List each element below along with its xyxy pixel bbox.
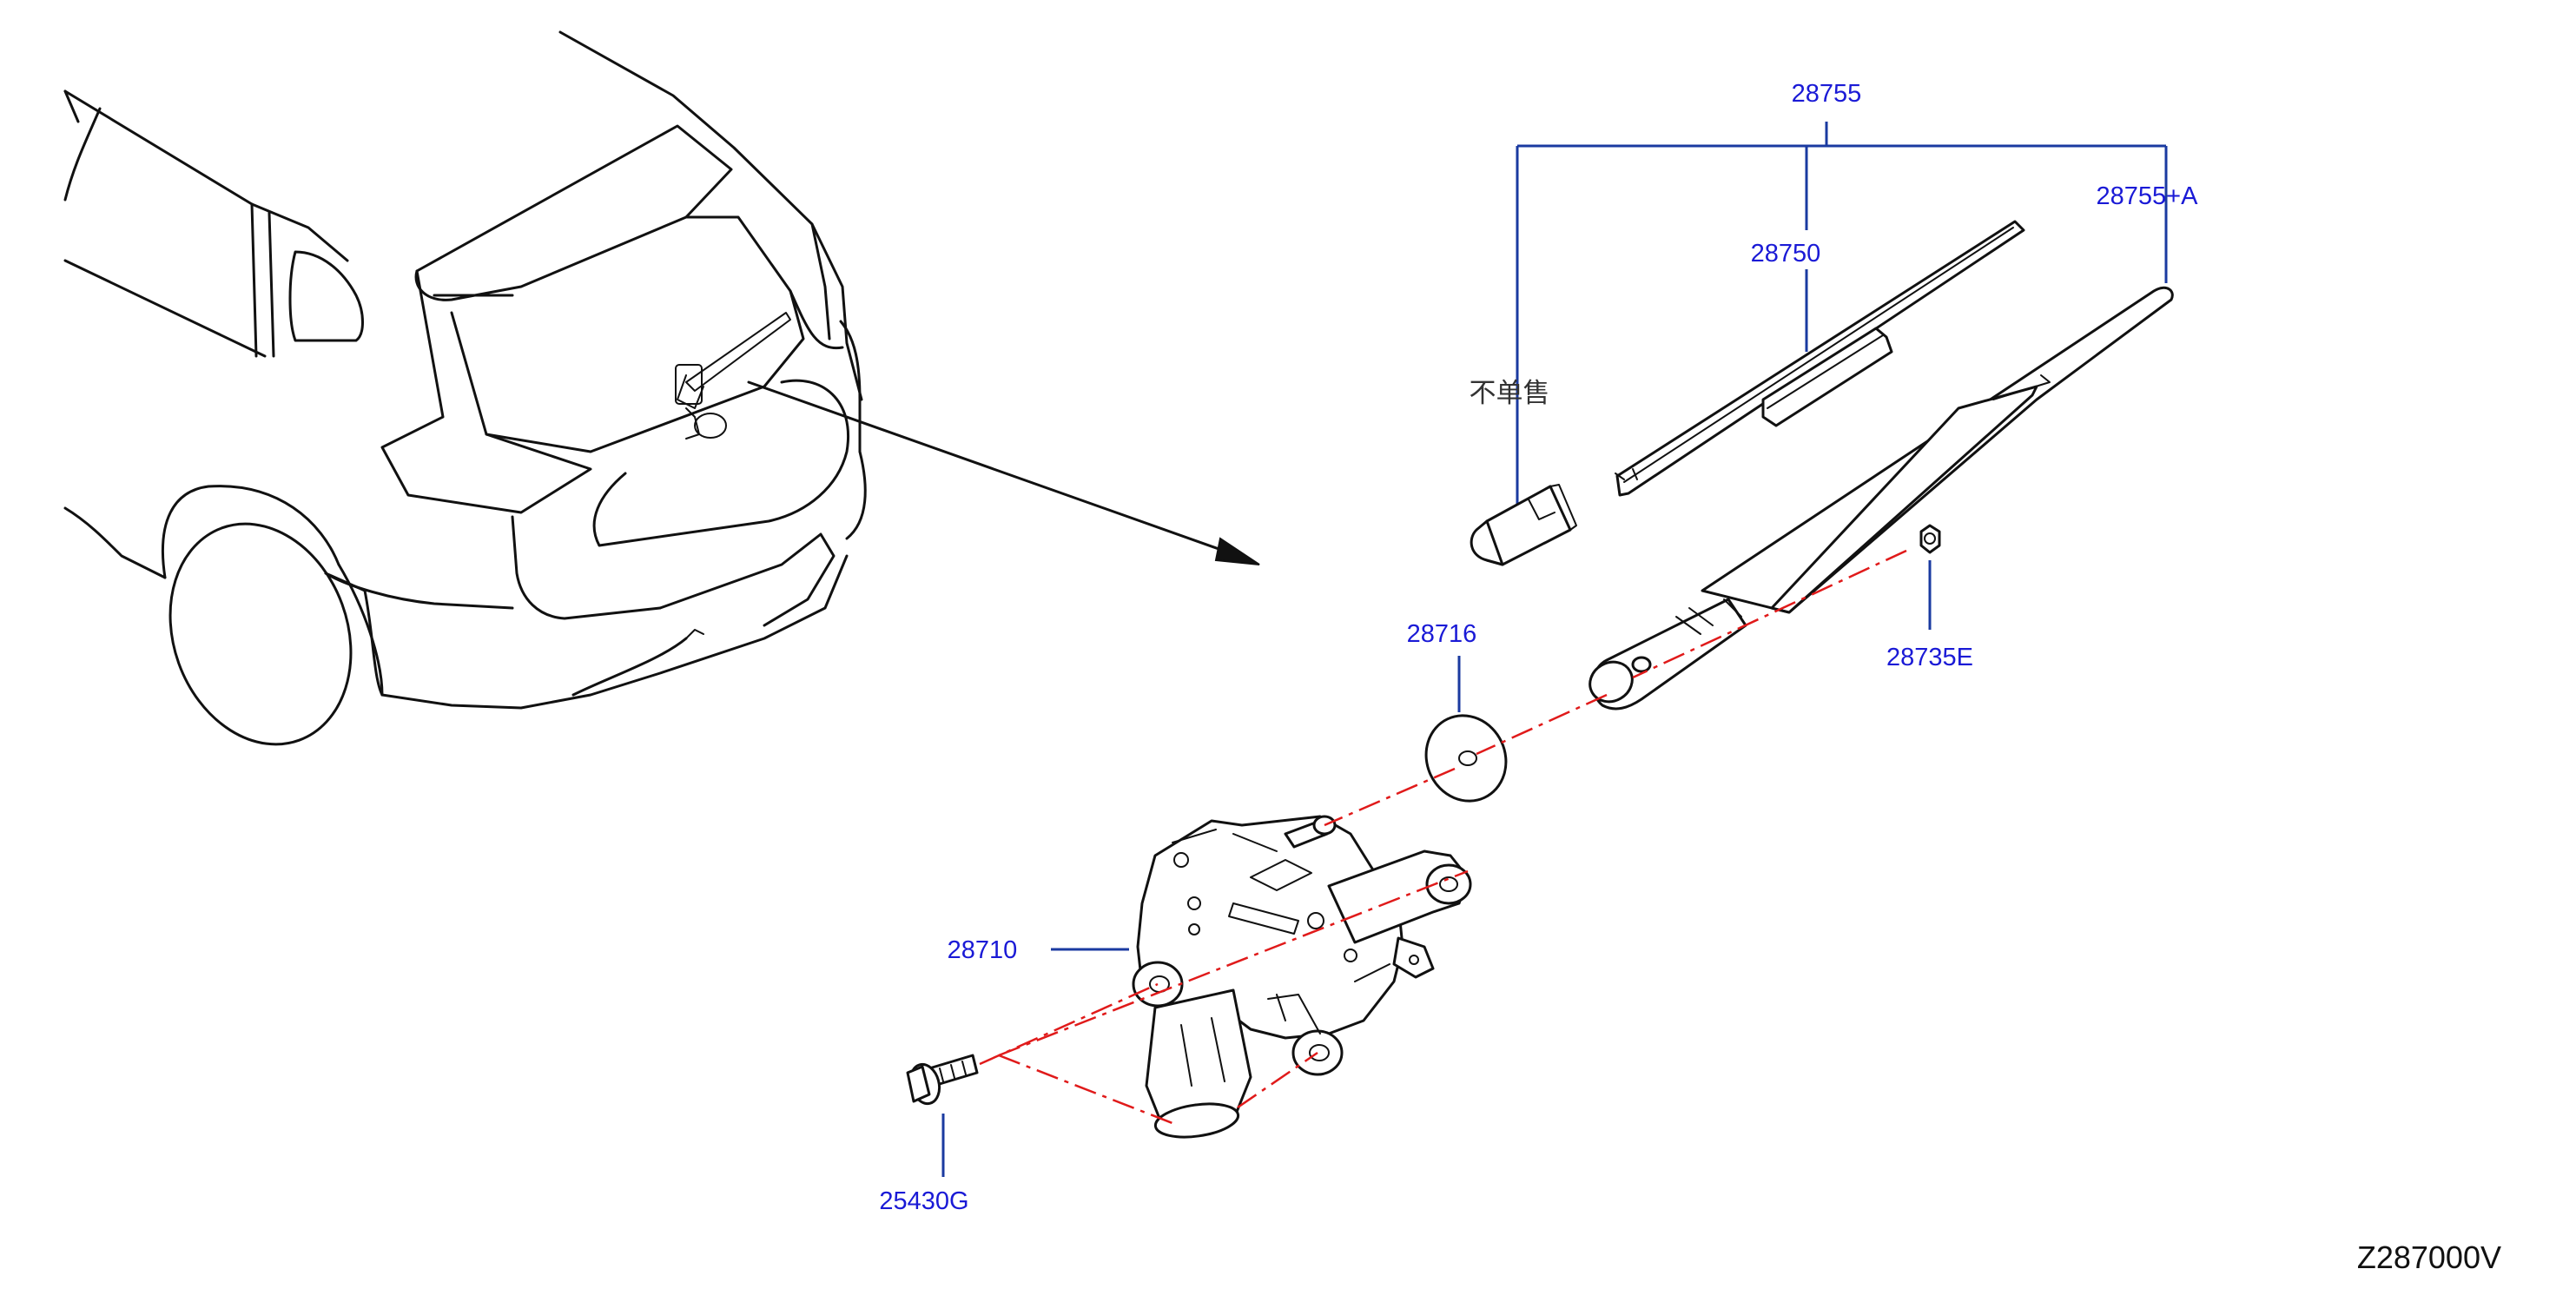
wiper-motor-assembly [1132, 815, 1472, 1139]
callout-washer: 28716 [1407, 620, 1477, 712]
callout-28710: 28710 [948, 936, 1018, 964]
wiper-arm [1589, 286, 2174, 711]
arm-nut [1919, 524, 1941, 554]
callout-28716: 28716 [1407, 620, 1477, 648]
callout-bolt: 25430G [879, 1114, 969, 1215]
callout-nut: 28735E [1886, 560, 1973, 671]
callout-25430g: 25430G [879, 1187, 968, 1215]
mounting-bolt [906, 1054, 979, 1106]
assembly-phantom-lines [979, 549, 1907, 1127]
callout-motor: 28710 [948, 936, 1129, 964]
callout-arm-blade-set: 28755 [1516, 80, 2168, 506]
callout-28735e: 28735E [1886, 644, 1973, 671]
callout-28755: 28755 [1792, 80, 1862, 108]
vehicle-rear-illustration [63, 30, 1260, 746]
wiper-blade [1615, 220, 2025, 497]
pivot-washer [1424, 714, 1508, 803]
callout-blade: 28750 [1751, 146, 1821, 352]
callout-28750: 28750 [1751, 240, 1821, 268]
not-sold-separately-note: 不单售 [1470, 378, 1550, 409]
callout-arm: 28755+A [2097, 182, 2199, 210]
diagram-reference-id: Z287000V [2357, 1239, 2501, 1275]
callout-28755-a: 28755+A [2097, 182, 2199, 210]
blade-cover-cap [1470, 484, 1577, 566]
